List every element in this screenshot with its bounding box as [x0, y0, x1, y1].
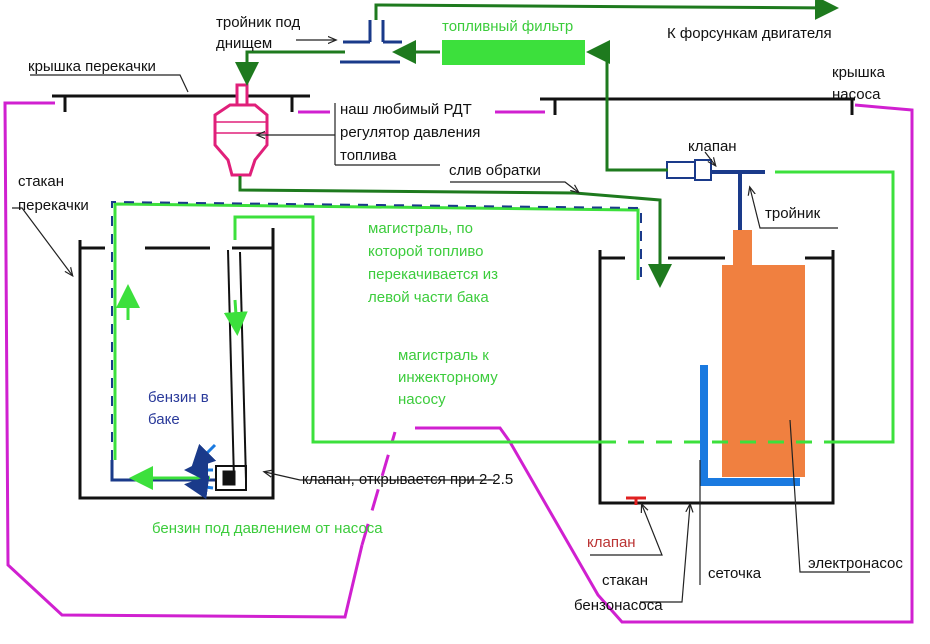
label-rdt: наш любимый РДТ регулятор давления топлива: [340, 98, 480, 167]
fuel-in-arrows: [184, 443, 217, 500]
pump-outlet: [733, 230, 752, 266]
label-line: стакан: [602, 572, 649, 589]
label-line: баке: [148, 411, 180, 428]
label-pressurized-fuel: бензин под давлением от насоса: [152, 520, 383, 537]
label-line: топлива: [340, 147, 397, 164]
label-line: регулятор давления: [340, 124, 481, 141]
label-electric-pump: электронасос: [808, 555, 903, 572]
label-tee-under-bottom: тройник под днищем: [216, 12, 300, 54]
label-line: днищем: [216, 35, 273, 52]
label-line: бензин в: [148, 389, 209, 406]
label-line: левой части бака: [368, 289, 489, 306]
pressure-regulator: [213, 83, 269, 177]
leader-lines: [12, 40, 870, 603]
tee-under-bottom: [340, 20, 402, 64]
label-strainer: сеточка: [708, 565, 762, 582]
label-tee: тройник: [765, 205, 821, 222]
transfer-lid: [52, 94, 310, 112]
tank-outline: [3, 101, 914, 624]
label-line: стакан: [18, 173, 65, 190]
label-line: бензонасоса: [574, 597, 663, 614]
label-line: наш любимый РДТ: [340, 101, 472, 118]
injector-line: [110, 170, 895, 490]
label-line: инжекторному: [398, 369, 498, 386]
label-valve-bottom: клапан: [587, 534, 636, 551]
label-line: которой топливо: [368, 243, 484, 260]
label-line: крышка: [832, 64, 885, 81]
label-line: магистраль, по: [368, 220, 473, 237]
label-fuel-in-tank: бензин в баке: [148, 387, 209, 431]
pump-cup: [598, 250, 835, 505]
label-line: насосу: [398, 391, 446, 408]
label-transfer-cup: стакан перекачки: [18, 170, 89, 218]
label-line: перекачивается из: [368, 266, 498, 283]
pump-tee: [712, 170, 765, 230]
label-fuel-filter: топливный фильтр: [442, 18, 574, 35]
label-pump-cup: стакан бензонасоса: [574, 568, 663, 618]
label-line: магистраль к: [398, 347, 489, 364]
pump-lid: [540, 97, 855, 115]
label-check-valve: клапан, открывается при 2-2.5: [302, 471, 514, 488]
bottom-valve: [626, 496, 646, 505]
label-line: тройник под: [216, 14, 301, 31]
top-valve: [666, 159, 712, 181]
label-valve-top: клапан: [688, 138, 737, 155]
fuel-filter: [442, 40, 585, 65]
electric-pump: [722, 265, 805, 477]
label-injector-line: магистраль к инжекторному насосу: [398, 345, 498, 411]
label-return-drain: слив обратки: [449, 162, 541, 179]
label-line: насоса: [832, 86, 881, 103]
transfer-cup: [78, 228, 275, 500]
label-to-injectors: К форсункам двигателя: [667, 25, 832, 42]
label-transfer-lid: крышка перекачки: [28, 58, 156, 75]
strainer: [700, 365, 800, 486]
transfer-line: [111, 200, 642, 460]
label-pump-lid: крышка насоса: [832, 62, 885, 106]
label-transfer-line: магистраль, по которой топливо перекачивае…: [368, 217, 498, 309]
label-line: перекачки: [18, 197, 89, 214]
